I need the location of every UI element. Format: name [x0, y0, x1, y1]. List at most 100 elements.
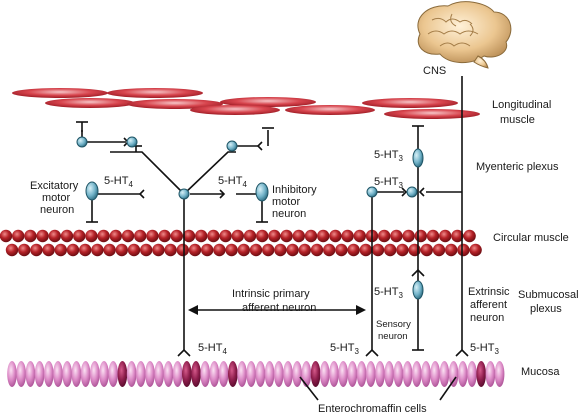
mucosal-cell: [172, 361, 183, 387]
circular-muscle-cell: [85, 229, 98, 243]
enterochromaffin-cell: [476, 361, 487, 387]
receptor-5ht4-left: 5-HT4: [104, 175, 133, 189]
circular-muscle-cell: [207, 229, 220, 243]
circular-muscle-cell: [445, 243, 458, 257]
mucosal-cell: [384, 361, 395, 387]
mucosal-cell: [80, 361, 91, 387]
circular-muscle-cell: [48, 229, 61, 243]
mucosal-cell: [430, 361, 441, 387]
mucosal-cell: [44, 361, 54, 387]
circular-muscle-cell: [390, 229, 403, 243]
mucosal-cell: [338, 361, 349, 387]
circular-muscle-cell: [164, 243, 177, 257]
receptor-5ht3-mucosa-right: 5-HT3: [470, 342, 499, 356]
circular-muscle-cell: [439, 229, 452, 243]
enterochromaffin-cell: [191, 361, 201, 387]
circular-muscle-cell: [195, 229, 208, 243]
upper-mid-left-neuron: [126, 136, 138, 148]
circular-muscle-cell: [201, 243, 214, 257]
submucosal-plexus-label-1: Submucosal: [518, 289, 579, 301]
circular-muscle-cell: [36, 229, 49, 243]
mucosal-cell: [53, 361, 63, 387]
circular-muscle-cell: [158, 229, 171, 243]
circular-muscle-cell: [146, 229, 159, 243]
excitatory-label-3: neuron: [40, 204, 74, 216]
enterochromaffin-cell: [117, 361, 128, 387]
enterochromaffin-cell: [182, 361, 192, 387]
extrinsic-label-3: neuron: [470, 312, 504, 324]
circular-muscle-cell: [243, 229, 257, 243]
mucosal-cell: [136, 361, 146, 387]
brain-icon: [417, 1, 512, 69]
longitudinal-sensory-neuron: [412, 148, 424, 168]
circular-muscle-cell: [30, 243, 43, 257]
circular-muscle-cell: [347, 243, 360, 257]
mucosa-label: Mucosa: [521, 366, 560, 378]
circular-muscle-cell: [335, 243, 348, 257]
circular-muscle-cell: [274, 243, 287, 257]
mucosal-cell: [467, 361, 477, 387]
circular-muscle-cell: [18, 243, 31, 257]
submucosal-sensory-neuron: [412, 280, 424, 300]
mucosal-cell: [448, 361, 459, 387]
receptor-5ht4-mucosa: 5-HT4: [198, 342, 227, 356]
mucosal-cell: [320, 361, 330, 387]
circular-muscle-cell: [402, 229, 415, 243]
mucosal-cell: [246, 361, 256, 387]
circular-muscle-cell: [24, 229, 37, 243]
circular-muscle-cell: [249, 243, 263, 257]
circular-muscle-cell: [396, 243, 409, 257]
longitudinal-muscle-label-2: muscle: [500, 114, 535, 126]
mucosal-cell: [154, 361, 164, 387]
mucosal-cell: [402, 361, 413, 387]
circular-muscle-cell: [79, 243, 92, 257]
mucosal-cell: [25, 361, 36, 387]
circular-muscle-cell: [42, 243, 55, 257]
mucosal-cell: [145, 361, 155, 387]
circular-muscle-cell: [170, 229, 183, 243]
myenteric-neuron-central: [178, 188, 190, 200]
upper-mid-right-neuron: [226, 140, 238, 152]
mucosal-cell: [34, 361, 45, 387]
circular-muscle-cell: [140, 243, 153, 257]
longitudinal-muscle-label-1: Longitudinal: [492, 99, 551, 111]
mucosal-cell: [16, 361, 27, 387]
enterochromaffin-cell: [310, 361, 321, 387]
circular-muscle-cell: [463, 229, 476, 243]
myenteric-ipan-neuron: [366, 186, 378, 198]
mucosal-cell: [274, 361, 284, 387]
mucosal-cell: [393, 361, 404, 387]
circular-muscle-cell: [268, 229, 281, 243]
myenteric-sensory-synapse: [406, 186, 418, 198]
circular-muscle-cell: [341, 229, 354, 243]
circular-muscle-cell: [432, 243, 446, 257]
circular-muscle-cell: [371, 243, 385, 257]
enterochromaffin-cell: [228, 361, 238, 387]
circular-muscle-cell: [219, 229, 232, 243]
circular-muscle-cell: [469, 243, 482, 257]
inhibitory-label-3: neuron: [272, 208, 306, 220]
circular-muscle-cell: [408, 243, 421, 257]
circular-muscle-cell: [317, 229, 330, 243]
receptor-5ht4-right: 5-HT4: [218, 175, 247, 189]
sensory-neuron-label-1: Sensory: [376, 319, 411, 330]
circular-muscle-cell: [97, 229, 110, 243]
circular-muscle-cell: [384, 243, 397, 257]
circular-muscle-cell: [12, 229, 25, 243]
upper-left-neuron: [76, 136, 88, 148]
receptor-5ht3-submucosal: 5-HT3: [374, 286, 403, 300]
circular-muscle-cell: [66, 243, 80, 257]
submucosal-plexus-label-2: plexus: [530, 303, 562, 315]
inhibitory-label-1: Inhibitory: [272, 184, 317, 196]
circular-muscle-cell: [103, 243, 116, 257]
circular-muscle-cell: [54, 243, 67, 257]
circular-muscle-cell: [188, 243, 202, 257]
mucosal-cell: [255, 361, 266, 387]
circular-muscle-cell: [237, 243, 250, 257]
receptor-5ht3-myenteric: 5-HT3: [374, 176, 403, 190]
circular-muscle-cell: [280, 229, 293, 243]
ipan-label-1: Intrinsic primary: [232, 288, 310, 300]
circular-muscle-cell: [60, 229, 74, 243]
circular-muscle-label: Circular muscle: [493, 232, 569, 244]
